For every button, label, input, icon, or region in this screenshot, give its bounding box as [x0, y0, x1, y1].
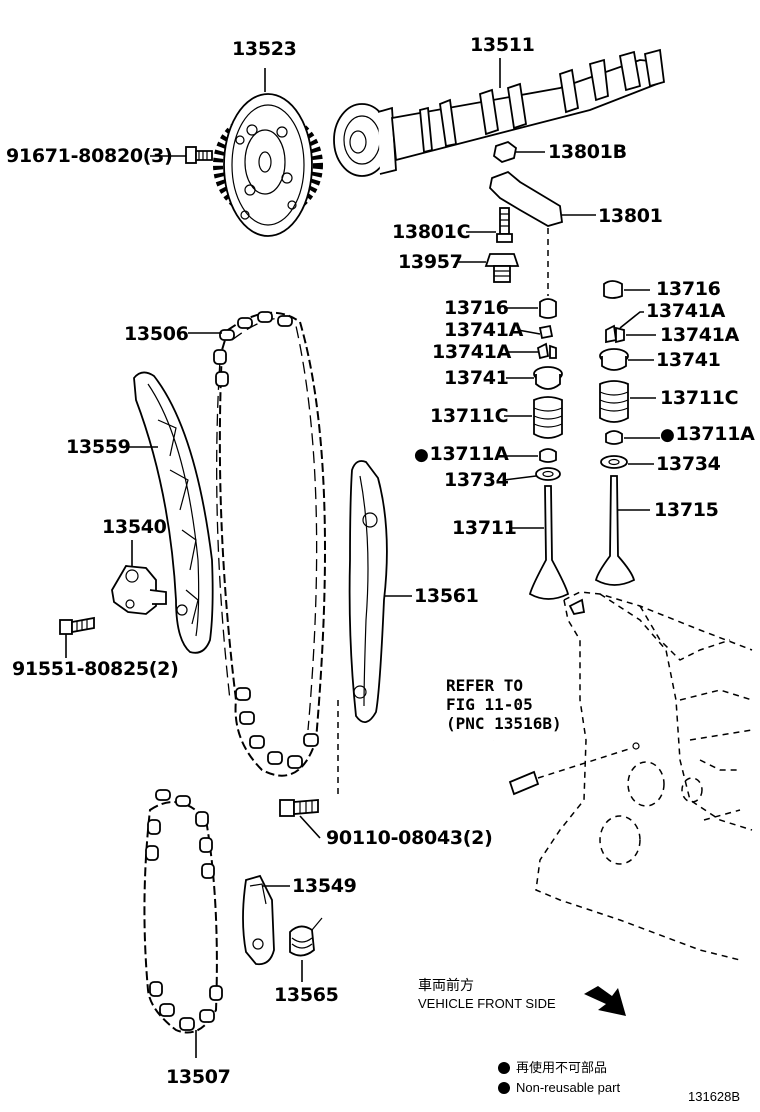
chain-tensioner-arm	[133, 371, 214, 654]
refer-note: REFER TO FIG 11-05 (PNC 13516B)	[446, 676, 562, 733]
front-arrow-icon	[584, 986, 626, 1016]
label-13734-left: 13734	[444, 469, 509, 491]
label-13711a-left: 13711A	[414, 445, 509, 464]
legend-dot-icon	[498, 1062, 510, 1074]
label-13561: 13561	[414, 585, 479, 607]
label-13741a-right-top: 13741A	[646, 300, 726, 322]
legend-dot-icon	[498, 1082, 510, 1094]
timing-chain-upper	[213, 311, 326, 777]
label-13734-right: 13734	[656, 453, 721, 475]
engine-block-outline	[535, 591, 753, 961]
label-13507: 13507	[166, 1066, 231, 1088]
label-13741-left: 13741	[444, 367, 509, 389]
rocker-nut	[493, 140, 517, 164]
label-13715: 13715	[654, 499, 719, 521]
label-13801b: 13801B	[548, 141, 627, 163]
oil-pipe	[492, 739, 640, 796]
label-13741a-left: 13741A	[432, 341, 512, 363]
lash-adjuster	[484, 253, 520, 283]
label-91671-80820: 91671-80820(3)	[6, 145, 173, 167]
label-13741-right: 13741	[656, 349, 721, 371]
label-13511: 13511	[470, 34, 535, 56]
timing-chain-lower	[143, 789, 223, 1034]
intake-valve-stack	[528, 298, 570, 600]
chain-vibration-damper	[348, 460, 388, 723]
label-13801c: 13801C	[392, 221, 471, 243]
exhaust-valve-stack	[594, 280, 636, 586]
label-13957: 13957	[398, 251, 463, 273]
label-13506: 13506	[124, 323, 189, 345]
refer-line-2: FIG 11-05	[446, 695, 533, 714]
label-13559: 13559	[66, 436, 131, 458]
front-label-jp: 車両前方	[418, 977, 474, 993]
rocker-arm	[489, 170, 563, 227]
label-13711: 13711	[452, 517, 517, 539]
adjust-screw	[496, 207, 513, 243]
tensioner-bolt	[59, 616, 95, 635]
chain-tensioner	[111, 565, 167, 615]
camshaft-sprocket	[213, 93, 323, 237]
label-13711c-right: 13711C	[660, 387, 739, 409]
label-90110-08043: 90110-08043(2)	[326, 827, 493, 849]
chain-tensioner-plate	[242, 874, 275, 966]
legend-jp: 再使用不可部品	[516, 1060, 608, 1075]
label-13716-left: 13716	[444, 297, 509, 319]
label-13549: 13549	[292, 875, 357, 897]
label-13711c-left: 13711C	[430, 405, 509, 427]
label-13741a-right: 13741A	[660, 324, 740, 346]
camshaft	[333, 48, 665, 177]
label-91551-80825: 91551-80825(2)	[12, 658, 179, 680]
refer-line-1: REFER TO	[446, 676, 524, 695]
refer-line-3: (PNC 13516B)	[446, 714, 562, 733]
tensioner-spring	[289, 917, 323, 957]
damper-bolt	[279, 799, 319, 817]
front-label-en: VEHICLE FRONT SIDE	[418, 996, 556, 1011]
label-13565: 13565	[274, 984, 339, 1006]
label-13801: 13801	[598, 205, 663, 227]
legend-en: Non-reusable part	[516, 1080, 621, 1095]
label-13711a-right: 13711A	[660, 425, 755, 444]
sprocket-bolt	[150, 146, 213, 164]
label-13741a-left-top: 13741A	[444, 319, 524, 341]
label-13716-right: 13716	[656, 278, 721, 300]
figure-id: 131628B	[688, 1089, 741, 1104]
label-13540: 13540	[102, 516, 167, 538]
label-13523: 13523	[232, 38, 297, 60]
